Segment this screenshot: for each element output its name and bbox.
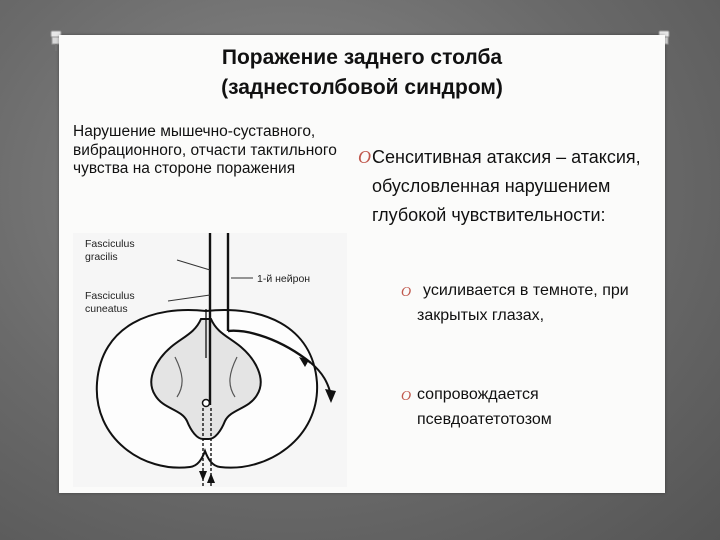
arrow-icon <box>325 389 336 403</box>
sub-bullet: O сопровождается псевдоатетотозом <box>401 382 647 432</box>
title-line-1: Поражение заднего столба <box>221 46 503 69</box>
bullet-marker-icon: O <box>401 389 412 404</box>
pushpin-icon <box>50 30 62 51</box>
spinal-cord-diagram: Fasciculus gracilis Fasciculus cuneatus … <box>73 233 347 487</box>
slide: Поражение заднего столба (заднестолбовой… <box>59 35 665 493</box>
bullet-marker-icon: O <box>358 147 371 167</box>
bullet-marker-icon: O <box>401 285 412 300</box>
sub-bullet-text: сопровождается псевдоатетотозом <box>417 386 552 428</box>
arrow-icon <box>207 473 215 483</box>
main-bullet: O Сенситивная атаксия – атаксия, обуслов… <box>358 143 657 230</box>
dorsal-root-fiber <box>227 329 312 364</box>
arrow-icon <box>299 357 309 367</box>
sub-bullet: O усиливается в темноте, при закрытых гл… <box>401 278 647 328</box>
arrow-icon <box>199 471 207 481</box>
spinal-cord-svg: Fasciculus gracilis Fasciculus cuneatus … <box>85 233 336 487</box>
slide-title: Поражение заднего столба (заднестолбовой… <box>121 43 603 103</box>
label-first-neuron: 1-й нейрон <box>257 273 310 285</box>
title-line-2: (заднестолбовой синдром) <box>221 76 503 99</box>
central-canal <box>201 398 211 408</box>
main-bullet-text: Сенситивная атаксия – атаксия, обусловле… <box>372 147 641 225</box>
label-fasciculus-cuneatus-1: Fasciculus <box>85 290 135 302</box>
label-fasciculus-gracilis-2: gracilis <box>85 251 118 263</box>
label-fasciculus-cuneatus-2: cuneatus <box>85 303 128 315</box>
left-description: Нарушение мышечно-суставного, вибрационн… <box>73 123 337 177</box>
sub-bullet-text: усиливается в темноте, при закрытых глаз… <box>417 282 629 324</box>
label-fasciculus-gracilis-1: Fasciculus <box>85 238 135 250</box>
grey-matter <box>150 318 262 440</box>
